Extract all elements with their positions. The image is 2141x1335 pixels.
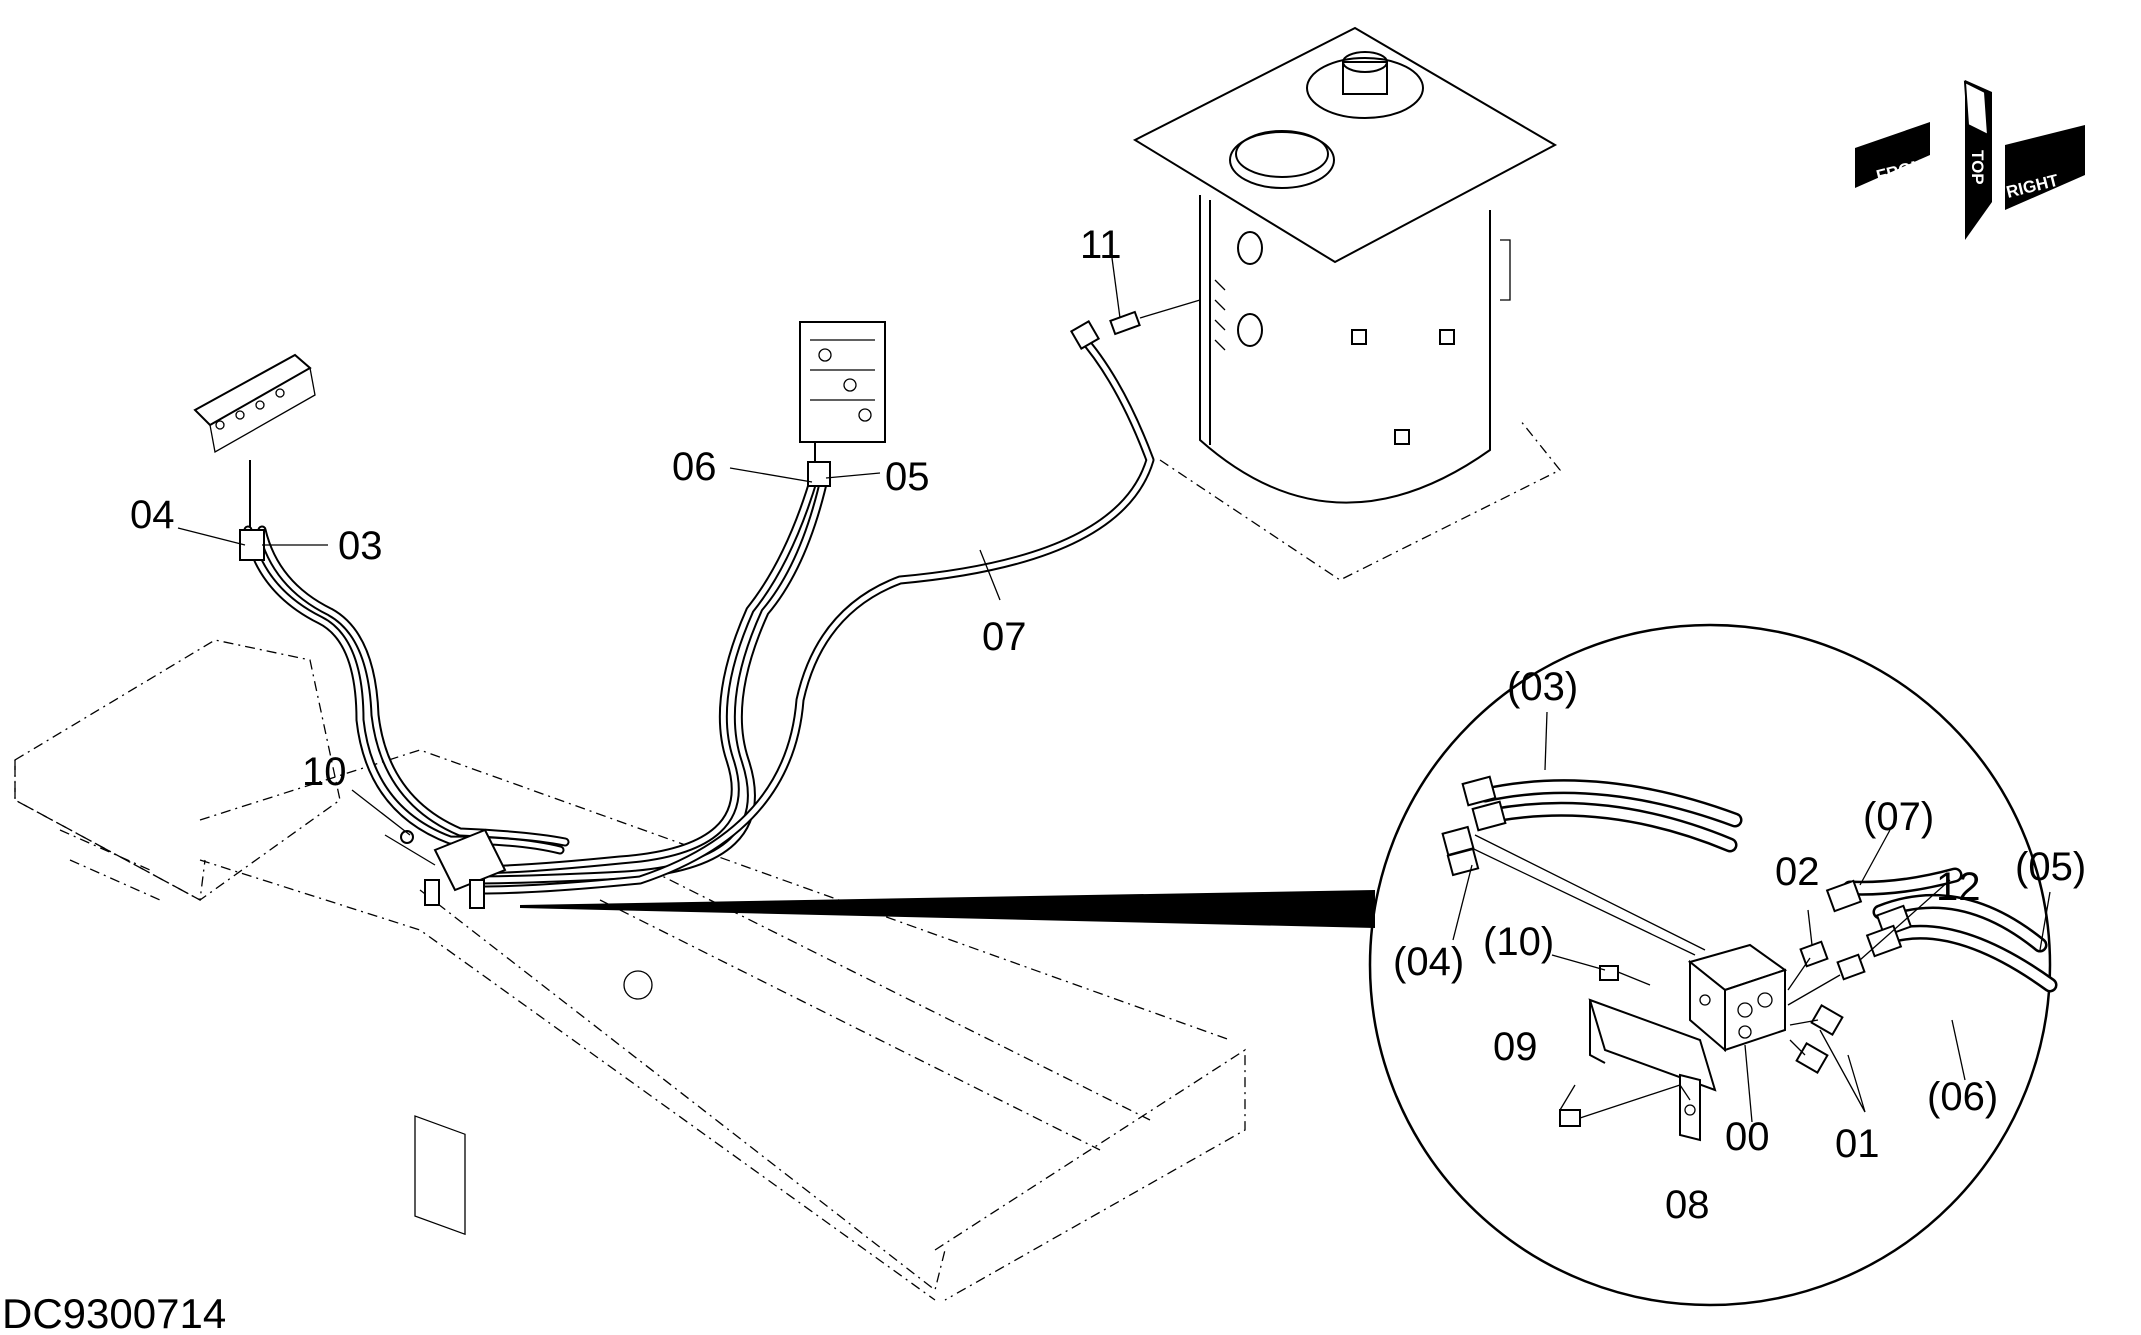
detail-circle — [1368, 623, 2052, 1307]
callout-ref-04: (04) — [1393, 940, 1464, 984]
callout-ref-05: (05) — [2015, 845, 2086, 889]
callout-ref-10: (10) — [1483, 920, 1554, 964]
detail-view — [1368, 623, 2058, 1307]
callout-08: 08 — [1665, 1183, 1710, 1227]
callout-05: 05 — [885, 455, 930, 499]
callout-ref-06: (06) — [1927, 1075, 1998, 1119]
orientation-indicator: FRONT TOP RIGHT — [1855, 80, 2085, 240]
zoom-leader — [520, 890, 1375, 928]
callout-10: 10 — [302, 750, 347, 794]
hydraulic-tank — [1132, 26, 1562, 581]
pilot-valve-right — [799, 321, 886, 475]
callout-07: 07 — [982, 615, 1027, 659]
callout-04: 04 — [130, 493, 175, 537]
drawing-number: DC9300714 — [2, 1290, 226, 1335]
callout-ref-03: (03) — [1507, 665, 1578, 709]
upper-frame — [14, 639, 1246, 1301]
orientation-top-label: TOP — [1968, 150, 1987, 185]
callout-02: 02 — [1775, 850, 1820, 894]
callout-11: 11 — [1080, 223, 1122, 267]
callout-09: 09 — [1493, 1025, 1538, 1069]
hose-assembly — [239, 299, 1201, 895]
valve-block-main — [384, 828, 507, 909]
callout-labels: 04 03 06 05 11 07 10 (03) (04) (10) 02 (… — [130, 223, 2086, 1227]
callout-12: 12 — [1936, 865, 1981, 909]
callout-06: 06 — [672, 445, 717, 489]
callout-00: 00 — [1725, 1115, 1770, 1159]
pilot-valve-left — [193, 353, 316, 530]
leader-lines — [177, 257, 2051, 1123]
callout-01: 01 — [1835, 1122, 1880, 1166]
callout-ref-07: (07) — [1863, 795, 1934, 839]
callout-03: 03 — [338, 524, 383, 568]
